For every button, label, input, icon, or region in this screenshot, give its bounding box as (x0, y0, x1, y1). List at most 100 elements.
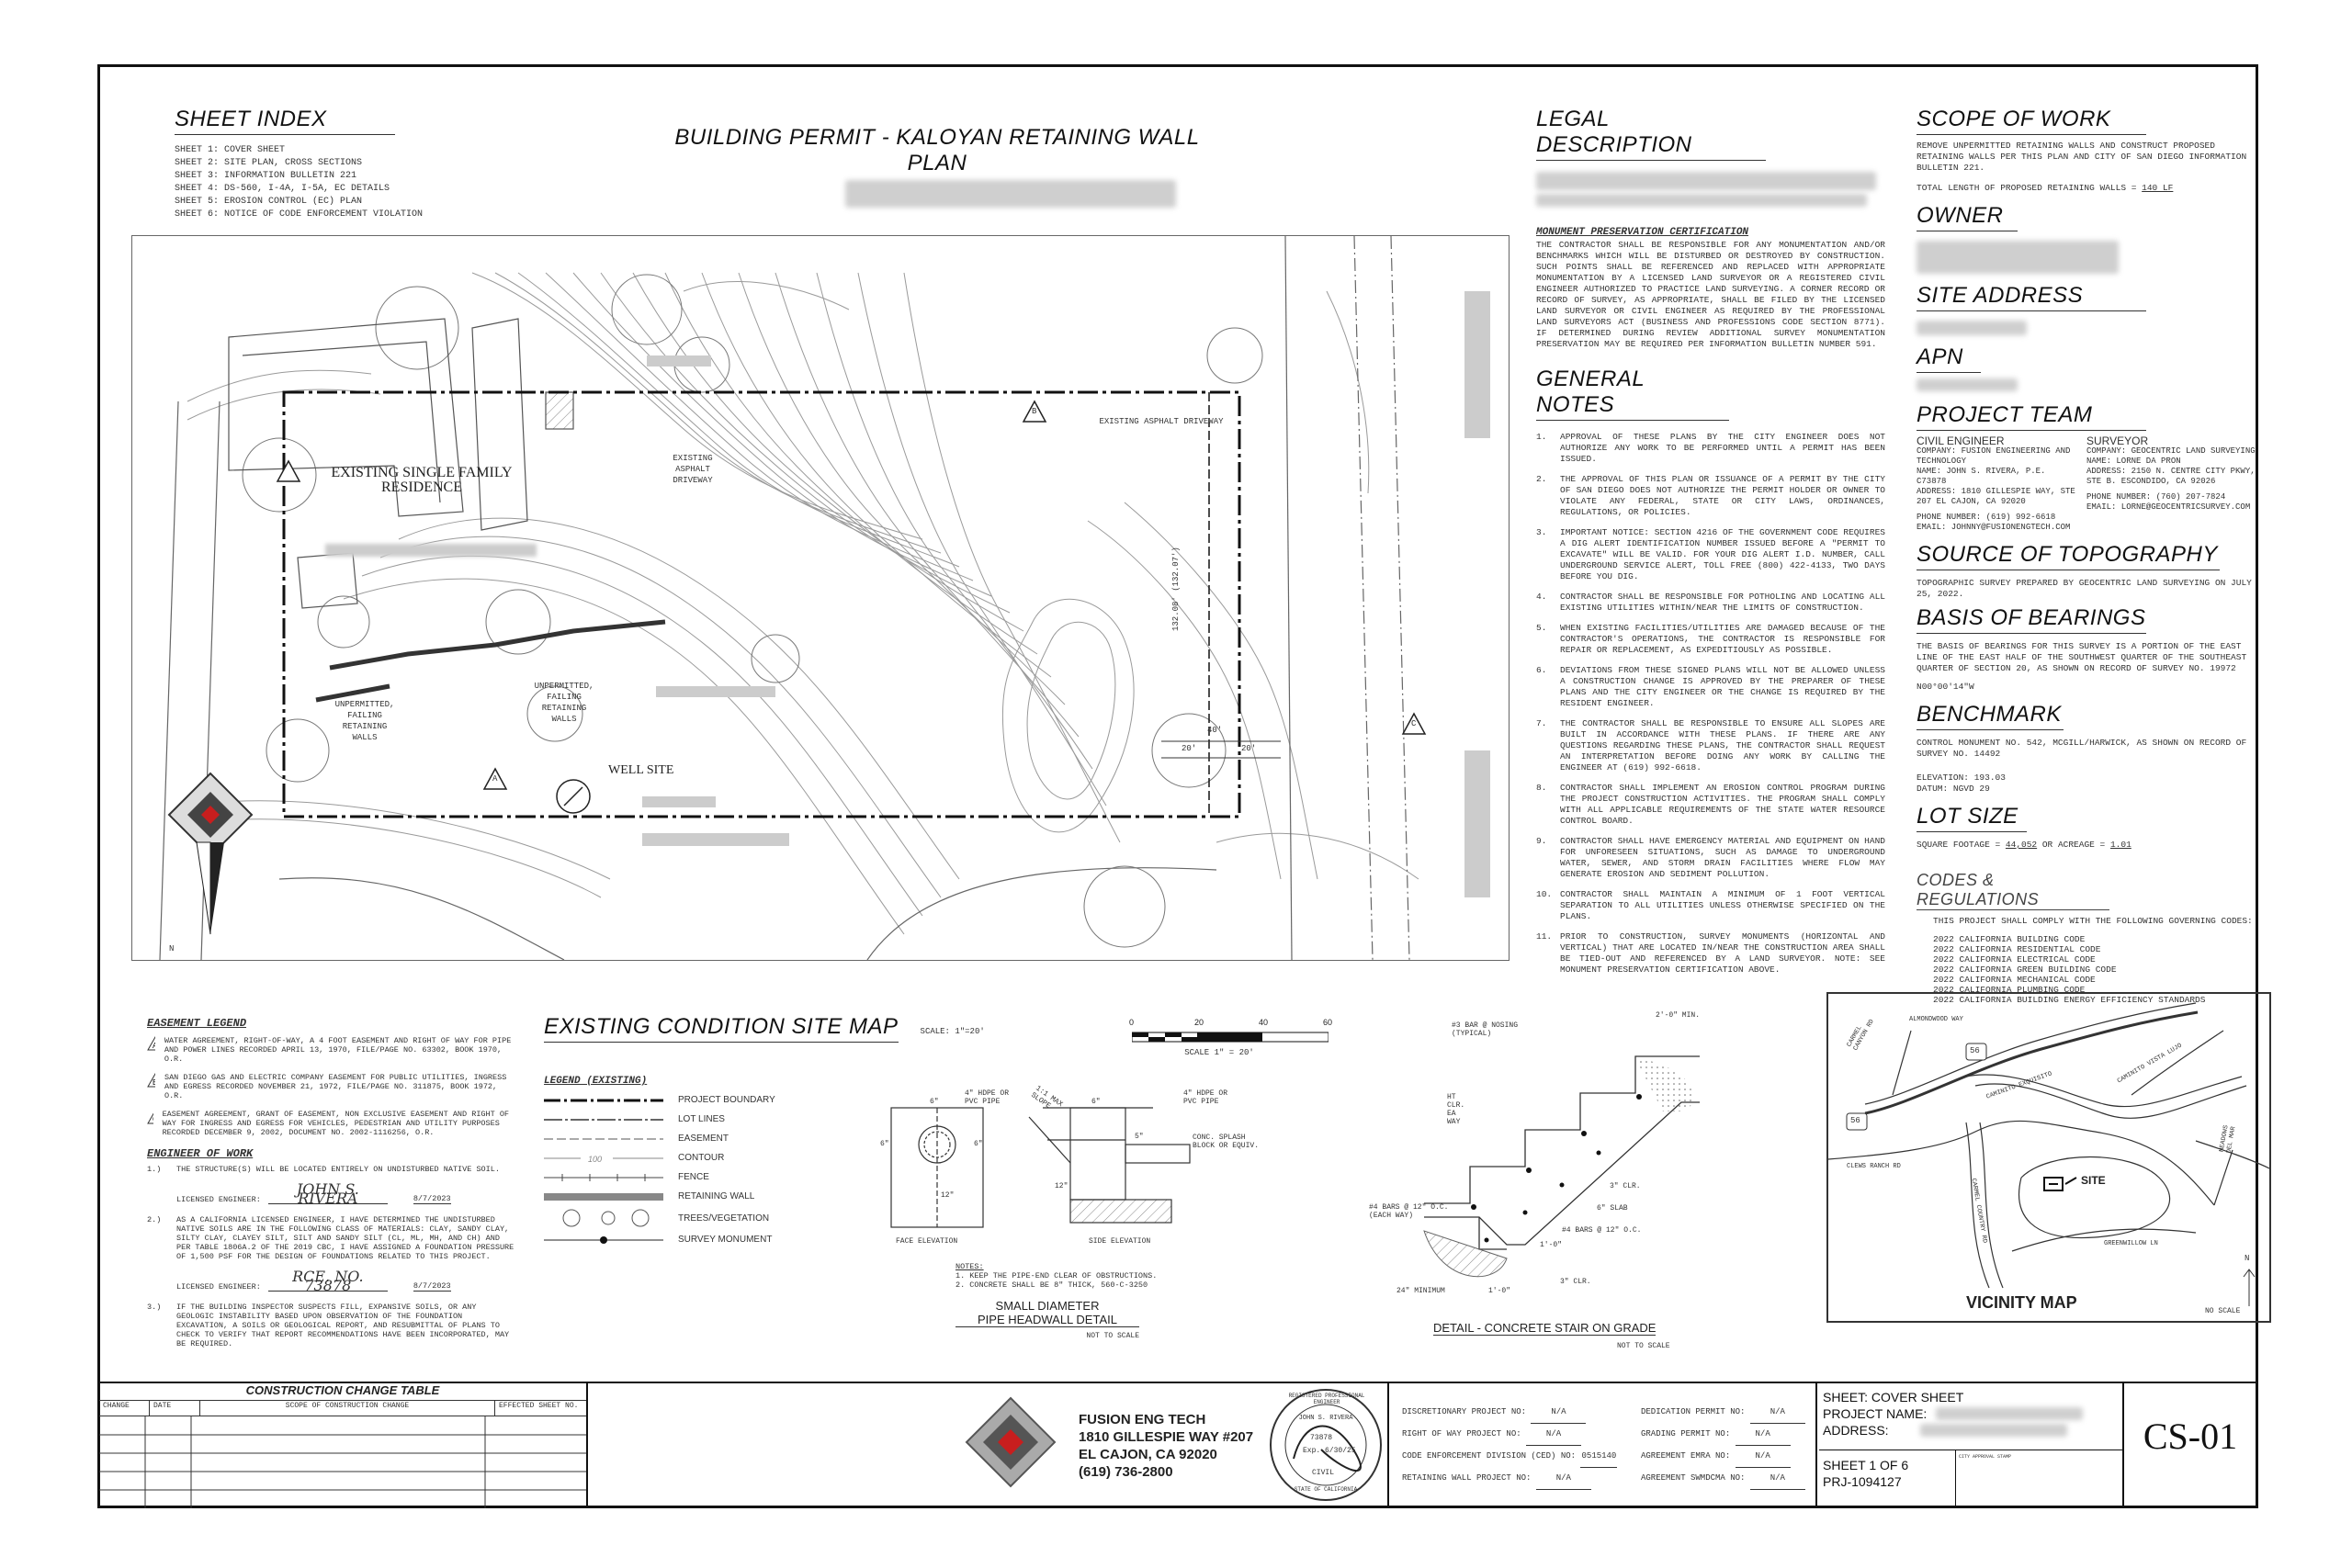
permit-cell: AGREEMENT SWMDCMA NO: N/A (1641, 1468, 1805, 1490)
stamp-seal-icon (1270, 1389, 1382, 1501)
lot-size-heading: LOT SIZE (1917, 804, 2027, 832)
signature-date: 8/7/2023 (413, 1281, 451, 1292)
permit-label: CODE ENFORCEMENT DIVISION (CED) NO: (1402, 1451, 1577, 1461)
legend-row: LOT LINES (544, 1110, 1058, 1129)
legend-label: EASEMENT (678, 1134, 729, 1144)
permit-value: N/A (1526, 1424, 1582, 1446)
note-item: 3.IMPORTANT NOTICE: SECTION 4216 OF THE … (1536, 527, 1885, 582)
code-item: 2022 CALIFORNIA BUILDING ENERGY EFFICIEN… (1933, 995, 2206, 1005)
engineer-item: 1.) THE STRUCTURE(S) WILL BE LOCATED ENT… (147, 1165, 514, 1174)
site-address-heading: SITE ADDRESS (1917, 283, 2146, 311)
note-item: 1. APPROVAL OF THESE PLANS BY THE CITY EN… (1536, 432, 1885, 465)
signature-block: LICENSED ENGINEER: JOHN S. RIVERA 8/7/20… (176, 1182, 514, 1206)
sheet-index-item: SHEET 4: DS-560, I-4A, I-5A, EC DETAILS (175, 184, 390, 194)
permit-cell: RIGHT OF WAY PROJECT NO: N/A (1402, 1424, 1641, 1446)
legend-label: CONTOUR (678, 1153, 725, 1163)
note-item: 2.THE APPROVAL OF THIS PLAN OR ISSUANCE … (1536, 474, 1885, 518)
easement-list: A WATER AGREEMENT, RIGHT-OF-WAY, A 4 FOO… (147, 1036, 514, 1137)
benchmark-elevation: ELEVATION: 193.03 (1917, 773, 2006, 783)
note-item: 7.THE CONTRACTOR SHALL BE RESPONSIBLE TO… (1536, 718, 1885, 773)
legend-label: SURVEY MONUMENT (678, 1235, 773, 1245)
site-marker-label: SITE (2081, 1174, 2106, 1187)
permit-label: AGREEMENT SWMDCMA NO: (1641, 1473, 1746, 1483)
permit-cell: RETAINING WALL PROJECT NO: N/A (1402, 1468, 1641, 1490)
stamp-exp: Exp. 6/30/25 (1303, 1447, 1356, 1455)
stamp-name: JOHN S. RIVERA (1298, 1415, 1353, 1422)
signature: JOHN S. RIVERA (267, 1182, 388, 1206)
headwall-drawing (890, 1107, 1191, 1228)
stair-label: 6" SLAB (1597, 1204, 1628, 1213)
note-item: 11.PRIOR TO CONSTRUCTION, SURVEY MONUMEN… (1536, 931, 1885, 976)
easement-text: SAN DIEGO GAS AND ELECTRIC COMPANY EASEM… (164, 1073, 507, 1100)
permit-value: N/A (1749, 1468, 1805, 1490)
code-item: 2022 CALIFORNIA BUILDING CODE (1933, 934, 2086, 944)
headwall-title-1: SMALL DIAMETER (995, 1299, 1100, 1313)
permit-label: GRADING PERMIT NO: (1641, 1429, 1731, 1438)
surveyor-block: SURVEYOR COMPANY: GEOCENTRIC LAND SURVEY… (2086, 434, 2261, 533)
company-block: FUSION ENG TECH 1810 GILLESPIE WAY #207 … (965, 1396, 1277, 1497)
tree-symbol (562, 1209, 650, 1227)
shield-56-a: 56 (1970, 1046, 1980, 1055)
permit-row: RIGHT OF WAY PROJECT NO: N/A GRADING PER… (1402, 1424, 1806, 1446)
general-notes-list: 1. APPROVAL OF THESE PLANS BY THE CITY EN… (1536, 432, 1885, 976)
bearings-value: N00°00'14"W (1917, 682, 1974, 692)
stair-label: #3 BAR @ NOSING (TYPICAL) (1452, 1021, 1519, 1038)
licensed-label: LICENSED ENGINEER: (176, 1282, 261, 1292)
note-number: 2. (1536, 474, 1547, 484)
site-plan-drawing (159, 235, 1490, 961)
note-item: 6.DEVIATIONS FROM THESE SIGNED PLANS WIL… (1536, 665, 1885, 709)
dim-6c: 6" (974, 1140, 983, 1148)
bar-tick: 20 (1194, 1018, 1204, 1027)
info-column: SCOPE OF WORK REMOVE UNPERMITTED RETAINI… (1917, 107, 2266, 1005)
note-item: 5.WHEN EXISTING FACILITIES/UTILITIES ARE… (1536, 623, 1885, 656)
headwall-nts: NOT TO SCALE (1086, 1332, 1139, 1340)
sheet-name: SHEET: COVER SHEET (1823, 1390, 1964, 1404)
stair-label: 1'-0" (1488, 1287, 1511, 1295)
permit-row: DISCRETIONARY PROJECT NO: N/A DEDICATION… (1402, 1402, 1806, 1424)
legend-list: PROJECT BOUNDARY LOT LINES EASEMENT 100 … (544, 1090, 1058, 1249)
dim-20a: 20' (1182, 744, 1197, 753)
sheet-index-heading: SHEET INDEX (175, 107, 395, 135)
change-table-heading: CONSTRUCTION CHANGE TABLE (99, 1383, 586, 1401)
legend-row: PROJECT BOUNDARY (544, 1090, 1058, 1110)
note-text: APPROVAL OF THESE PLANS BY THE CITY ENGI… (1560, 432, 1885, 464)
company-phone: (619) 736-2800 (1079, 1464, 1173, 1480)
notes-heading: NOTES: (956, 1262, 984, 1271)
headwall-notes: NOTES: 1. KEEP THE PIPE-END CLEAR OF OBS… (956, 1262, 1157, 1290)
scope-length-label: TOTAL LENGTH OF PROPOSED RETAINING WALLS… (1917, 183, 2137, 193)
divider (1815, 1382, 1817, 1508)
note-text: IMPORTANT NOTICE: SECTION 4216 OF THE GO… (1560, 527, 1885, 581)
note-text: CONTRACTOR SHALL BE RESPONSIBLE FOR POTH… (1560, 592, 1885, 613)
note-text: THE CONTRACTOR SHALL BE RESPONSIBLE TO E… (1560, 718, 1885, 773)
owner-heading: OWNER (1917, 203, 2018, 231)
legend-row: EASEMENT (544, 1129, 1058, 1148)
surveyor-role: SURVEYOR (2086, 434, 2149, 447)
codes-list: 2022 CALIFORNIA BUILDING CODE 2022 CALIF… (1917, 934, 2266, 1005)
surveyor-phone: PHONE NUMBER: (760) 207-7824 (2086, 492, 2226, 502)
easement-symbol (544, 1138, 663, 1139)
scope-heading: SCOPE OF WORK (1917, 107, 2146, 135)
permit-label: AGREEMENT EMRA NO: (1641, 1451, 1731, 1461)
prj-number: PRJ-1094127 (1823, 1474, 1902, 1489)
sheet-index-item: SHEET 1: COVER SHEET (175, 145, 286, 155)
stair-label: 3" CLR. (1610, 1182, 1641, 1190)
easement-tag-b: B (153, 1078, 155, 1087)
topography-heading: SOURCE OF TOPOGRAPHY (1917, 542, 2220, 570)
change-table-grid (99, 1416, 586, 1508)
note-text: WHEN EXISTING FACILITIES/UTILITIES ARE D… (1560, 623, 1885, 655)
lot-size-line: SQUARE FOOTAGE = 44,052 OR ACREAGE = 1.0… (1917, 840, 2266, 851)
tag-b: B (1032, 407, 1037, 416)
easement-item: B SAN DIEGO GAS AND ELECTRIC COMPANY EAS… (147, 1073, 514, 1100)
project-name-redacted (1936, 1407, 2084, 1420)
permit-cell: GRADING PERMIT NO: N/A (1641, 1424, 1791, 1446)
dim-6a: 6" (930, 1098, 939, 1106)
note-number: 9. (1536, 836, 1547, 846)
vicinity-map: 56 56 CARMEL CANYON RD ALMONDWOOD WAY CA… (1826, 992, 2271, 1323)
stair-label: #4 BARS @ 12" O.C. (EACH WAY) (1369, 1203, 1449, 1220)
permit-label: RIGHT OF WAY PROJECT NO: (1402, 1429, 1521, 1438)
legal-redacted-2 (1536, 194, 1867, 207)
civil-engineer-block: CIVIL ENGINEER COMPANY: FUSION ENGINEERI… (1917, 435, 2077, 533)
note-number: 1. (1536, 432, 1547, 442)
engineer-list: 1.) THE STRUCTURE(S) WILL BE LOCATED ENT… (147, 1165, 514, 1348)
engineer-num: 2.) (147, 1215, 162, 1224)
